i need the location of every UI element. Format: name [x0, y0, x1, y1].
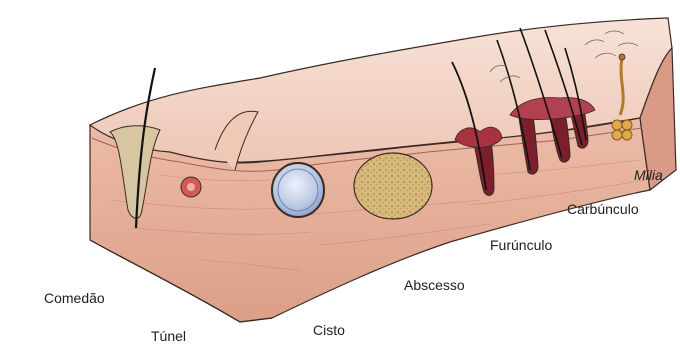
- label-cisto: Cisto: [313, 323, 345, 337]
- label-milia: Milia: [634, 168, 663, 182]
- label-comedao: Comedão: [44, 291, 105, 305]
- label-abscesso: Abscesso: [404, 278, 465, 292]
- abscess-lesion: [354, 153, 432, 219]
- tunnel-opening: [187, 183, 195, 191]
- label-furunculo: Furúnculo: [490, 238, 552, 252]
- cyst-lesion: [272, 163, 324, 217]
- label-tunel: Túnel: [151, 329, 186, 343]
- milia-pore: [619, 54, 625, 60]
- label-carbunculo: Carbúnculo: [567, 202, 639, 216]
